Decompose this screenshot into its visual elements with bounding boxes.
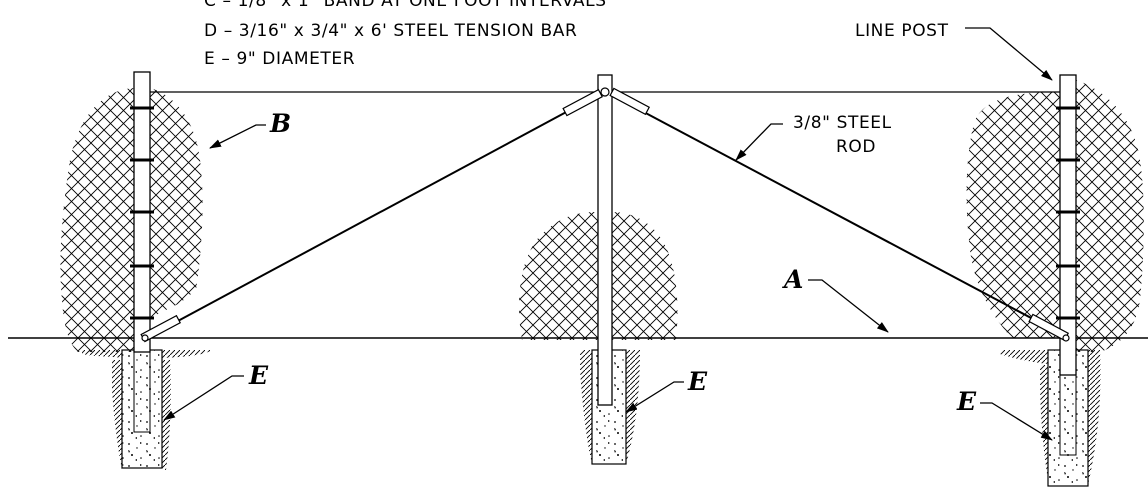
leader-b — [209, 124, 266, 149]
note-e: E – 9" DIAMETER — [204, 49, 355, 69]
soil-hatching — [82, 350, 1101, 485]
label-rod-2: ROD — [836, 137, 876, 157]
chain-link-mesh — [60, 80, 1144, 352]
footing-right-core — [1059, 374, 1077, 456]
note-d: D – 3/16" x 3/4" x 6' STEEL TENSION BAR — [204, 21, 577, 41]
post-center — [597, 74, 613, 406]
footing-left-core — [133, 351, 151, 433]
label-b: B — [269, 109, 291, 138]
leader-line-post — [965, 27, 1053, 81]
label-line-post: LINE POST — [855, 21, 949, 41]
brace-rods — [140, 87, 1070, 343]
label-a: A — [782, 265, 803, 294]
label-rod-1: 3/8" STEEL — [793, 113, 892, 133]
mesh-right-inner — [1076, 80, 1144, 352]
bands — [130, 106, 1080, 320]
label-e-right: E — [956, 387, 977, 416]
rod-left — [149, 109, 571, 337]
rod-right — [639, 109, 1066, 337]
leader-rod — [735, 123, 783, 161]
footing-left — [121, 349, 163, 469]
leader-a — [808, 279, 889, 333]
mesh-center — [519, 212, 598, 340]
mesh-right-outer — [966, 92, 1060, 338]
leader-e-center — [625, 381, 684, 413]
label-e-left: E — [248, 361, 269, 390]
turnbuckles — [140, 87, 1070, 343]
mesh-left-inner — [150, 88, 203, 318]
mesh-center-right — [612, 212, 678, 340]
note-c: C – 1/8" x 1" BAND AT ONE FOOT INTERVALS — [204, 0, 607, 11]
leader-e-left — [163, 375, 244, 421]
label-e-center: E — [687, 367, 708, 396]
mesh-left — [60, 88, 134, 352]
leader-e-right — [980, 402, 1053, 441]
